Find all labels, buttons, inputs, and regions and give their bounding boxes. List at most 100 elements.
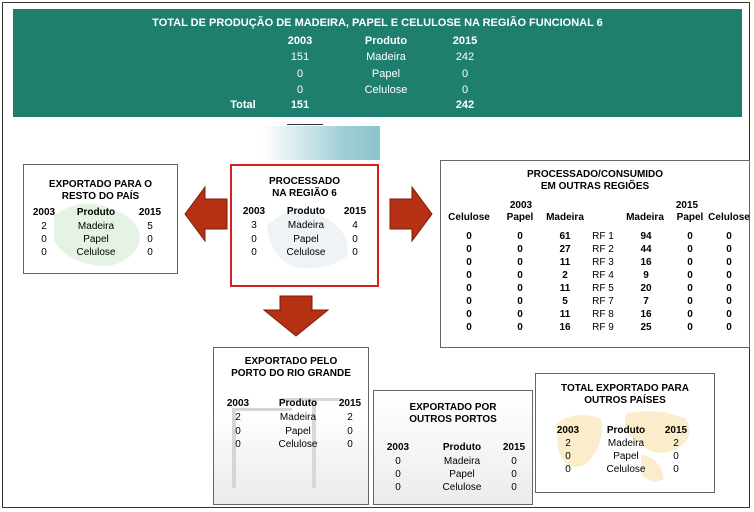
outros-portos-row-1-2003: 0 — [395, 456, 401, 467]
arrow-right-icon — [389, 185, 433, 243]
rf-row-8-cel15: 0 — [726, 322, 732, 333]
outros-portos-row-2-2015: 0 — [511, 469, 517, 480]
rf-row-3-pap15: 0 — [687, 257, 693, 268]
rf-row-7-cel03: 0 — [466, 309, 472, 320]
rio-grande-row-1-2003: 2 — [235, 412, 241, 423]
outros-paises-col-2003: 2003 — [556, 425, 580, 436]
banner-row-1-produto: Madeira — [366, 51, 406, 63]
rf-row-6-mad03: 5 — [562, 296, 568, 307]
rf-row-8-rf: RF 9 — [592, 322, 614, 333]
rf-row-3-pap03: 0 — [517, 257, 523, 268]
rf-row-6-mad15: 7 — [643, 296, 649, 307]
outros-paises-row-2-produto: Papel — [613, 451, 639, 462]
box-outros-portos: EXPORTADO POR OUTROS PORTOS 2003 Produto… — [373, 390, 533, 505]
regiao6-row-3-2015: 0 — [352, 247, 358, 258]
outros-portos-title-1: EXPORTADO POR — [409, 402, 497, 413]
resto-pais-col-produto: Produto — [76, 207, 116, 218]
rio-grande-row-1-2015: 2 — [347, 412, 353, 423]
outras-regioes-title-2: EM OUTRAS REGIÕES — [540, 181, 650, 192]
outros-portos-row-1-2015: 0 — [511, 456, 517, 467]
rf-row-6-pap03: 0 — [517, 296, 523, 307]
resto-pais-row-2-produto: Papel — [83, 234, 109, 245]
box-outros-paises: TOTAL EXPORTADO PARA OUTROS PAÍSES 2003 … — [535, 373, 715, 493]
rio-grande-row-3-2003: 0 — [235, 439, 241, 450]
rf-row-7-mad15: 16 — [640, 309, 652, 320]
rf-row-7-cel15: 0 — [726, 309, 732, 320]
banner-row-3-2003: 0 — [296, 84, 304, 96]
rio-grande-row-3-2015: 0 — [347, 439, 353, 450]
banner-row-1-2015: 242 — [455, 51, 475, 63]
map-background-icon — [267, 210, 348, 269]
rf-row-7-rf: RF 8 — [592, 309, 614, 320]
outros-paises-row-3-produto: Celulose — [606, 464, 646, 475]
banner-row-2-2015: 0 — [461, 68, 469, 80]
banner-row-2-produto: Papel — [371, 68, 401, 80]
outros-portos-col-2015: 2015 — [502, 442, 526, 453]
resto-pais-title-1: EXPORTADO PARA O — [48, 179, 153, 190]
banner-row-1-2003: 151 — [290, 51, 310, 63]
resto-pais-row-2-2015: 0 — [147, 234, 153, 245]
rf-row-3-cel03: 0 — [466, 257, 472, 268]
regiao6-col-produto: Produto — [286, 206, 326, 217]
rf-row-4-cel15: 0 — [726, 270, 732, 281]
rf-row-2-mad15: 44 — [640, 244, 652, 255]
outras-regioes-header-celulose-2003: Celulose — [448, 212, 490, 223]
rf-row-5-pap03: 0 — [517, 283, 523, 294]
rf-row-2-mad03: 27 — [559, 244, 571, 255]
rf-row-4-mad03: 2 — [562, 270, 568, 281]
outros-portos-row-3-2015: 0 — [511, 482, 517, 493]
outros-portos-row-1-produto: Madeira — [443, 456, 481, 467]
rf-row-7-mad03: 11 — [559, 309, 571, 320]
rf-row-8-pap03: 0 — [517, 322, 523, 333]
banner-connector — [262, 126, 380, 160]
rf-row-5-pap15: 0 — [687, 283, 693, 294]
outros-paises-row-1-produto: Madeira — [607, 438, 645, 449]
regiao6-row-3-produto: Celulose — [286, 247, 326, 258]
regiao6-row-2-2003: 0 — [251, 234, 257, 245]
resto-pais-row-3-2003: 0 — [41, 247, 47, 258]
world-map-icon — [556, 410, 690, 482]
resto-pais-row-3-2015: 0 — [147, 247, 153, 258]
connector-tick — [287, 124, 323, 125]
rf-row-4-rf: RF 4 — [592, 270, 614, 281]
regiao6-row-1-2003: 3 — [251, 220, 257, 231]
outros-portos-row-2-2003: 0 — [395, 469, 401, 480]
outras-regioes-header-papel-2003: Papel — [506, 212, 534, 223]
resto-pais-col-2003: 2003 — [32, 207, 56, 218]
regiao6-row-1-2015: 4 — [352, 220, 358, 231]
resto-pais-row-1-produto: Madeira — [77, 221, 115, 232]
outras-regioes-title-1: PROCESSADO/CONSUMIDO — [526, 169, 664, 180]
outros-paises-title-1: TOTAL EXPORTADO PARA — [561, 383, 689, 394]
resto-pais-title-2: RESTO DO PAÍS — [61, 191, 140, 202]
rf-row-1-mad15: 94 — [640, 231, 652, 242]
outros-paises-col-produto: Produto — [606, 425, 646, 436]
regiao6-row-1-produto: Madeira — [287, 220, 325, 231]
banner-total-label: Total — [230, 99, 256, 111]
outros-portos-row-3-produto: Celulose — [442, 482, 482, 493]
rf-row-4-mad15: 9 — [643, 270, 649, 281]
outros-portos-title-2: OUTROS PORTOS — [409, 414, 497, 425]
rf-row-1-cel15: 0 — [726, 231, 732, 242]
outros-portos-col-2003: 2003 — [386, 442, 410, 453]
rf-row-7-pap15: 0 — [687, 309, 693, 320]
rf-row-2-pap03: 0 — [517, 244, 523, 255]
banner-row-3-2015: 0 — [461, 84, 469, 96]
rf-row-5-mad15: 20 — [640, 283, 652, 294]
banner-col-2003: 2003 — [287, 35, 313, 47]
outros-paises-row-1-2003: 2 — [565, 438, 571, 449]
outras-regioes-header-papel-2015: Papel — [676, 212, 704, 223]
rf-row-1-mad03: 61 — [559, 231, 571, 242]
outros-paises-col-2015: 2015 — [664, 425, 688, 436]
rf-row-2-cel03: 0 — [466, 244, 472, 255]
rf-row-2-cel15: 0 — [726, 244, 732, 255]
rf-row-5-cel03: 0 — [466, 283, 472, 294]
rio-grande-row-2-2003: 0 — [235, 426, 241, 437]
rf-row-4-cel03: 0 — [466, 270, 472, 281]
rf-row-8-cel03: 0 — [466, 322, 472, 333]
rf-row-3-rf: RF 3 — [592, 257, 614, 268]
box-outras-regioes: PROCESSADO/CONSUMIDO EM OUTRAS REGIÕES 2… — [440, 160, 750, 348]
rf-row-6-rf: RF 7 — [592, 296, 614, 307]
rf-row-3-cel15: 0 — [726, 257, 732, 268]
rio-grande-title-2: PORTO DO RIO GRANDE — [231, 368, 351, 379]
resto-pais-row-2-2003: 0 — [41, 234, 47, 245]
